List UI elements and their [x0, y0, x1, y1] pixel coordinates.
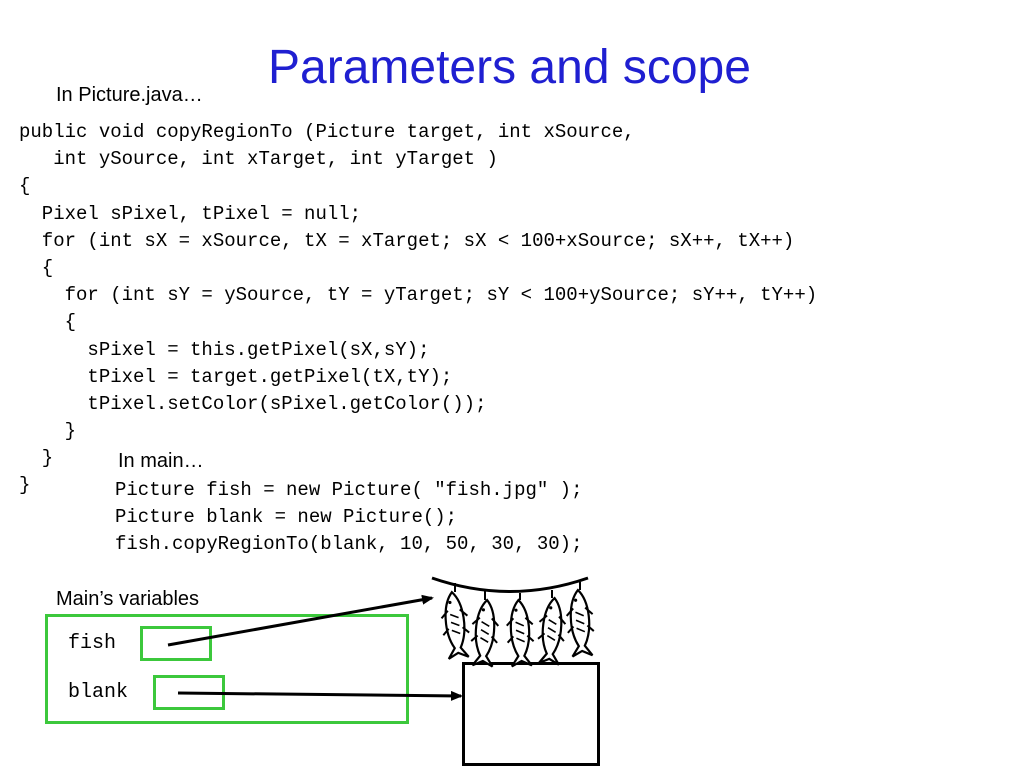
variable-name-blank: blank	[68, 681, 129, 704]
fish-reference-arrow	[167, 594, 434, 647]
fish-reference-slot	[140, 626, 212, 661]
main-variables-box	[45, 614, 409, 724]
code-line: for (int sX = xSource, tX = xTarget; sX …	[19, 229, 795, 252]
code-line: fish.copyRegionTo(blank, 10, 50, 30, 30)…	[115, 533, 583, 556]
code-line: {	[19, 256, 54, 279]
code-line: tPixel.setColor(sPixel.getColor());	[19, 392, 487, 415]
code-line: Pixel sPixel, tPixel = null;	[19, 202, 362, 225]
code-line: }	[19, 447, 54, 470]
picture-java-label: In Picture.java…	[56, 84, 203, 106]
main-label: In main…	[118, 450, 204, 472]
method-code-block: public void copyRegionTo (Picture target…	[19, 119, 817, 500]
code-line: for (int sY = ySource, tY = yTarget; sY …	[19, 284, 818, 307]
main-code-block: Picture fish = new Picture( "fish.jpg" )…	[115, 477, 582, 559]
code-line: }	[19, 420, 77, 443]
code-line: tPixel = target.getPixel(tX,tY);	[19, 365, 453, 388]
code-line: sPixel = this.getPixel(sX,sY);	[19, 338, 430, 361]
code-line: public void copyRegionTo (Picture target…	[19, 121, 635, 143]
hanging-fish-icon	[431, 576, 597, 668]
code-line: }	[19, 474, 31, 497]
code-line: Picture fish = new Picture( "fish.jpg" )…	[115, 479, 583, 501]
code-line: {	[19, 311, 77, 334]
variable-name-fish: fish	[68, 632, 117, 655]
code-line: {	[19, 175, 31, 198]
code-line: int ySource, int xTarget, int yTarget )	[19, 148, 498, 171]
main-variables-label: Main’s variables	[56, 588, 200, 610]
slide-title: Parameters and scope	[268, 41, 751, 94]
code-line: Picture blank = new Picture();	[115, 506, 458, 529]
blank-reference-arrow	[177, 690, 463, 701]
